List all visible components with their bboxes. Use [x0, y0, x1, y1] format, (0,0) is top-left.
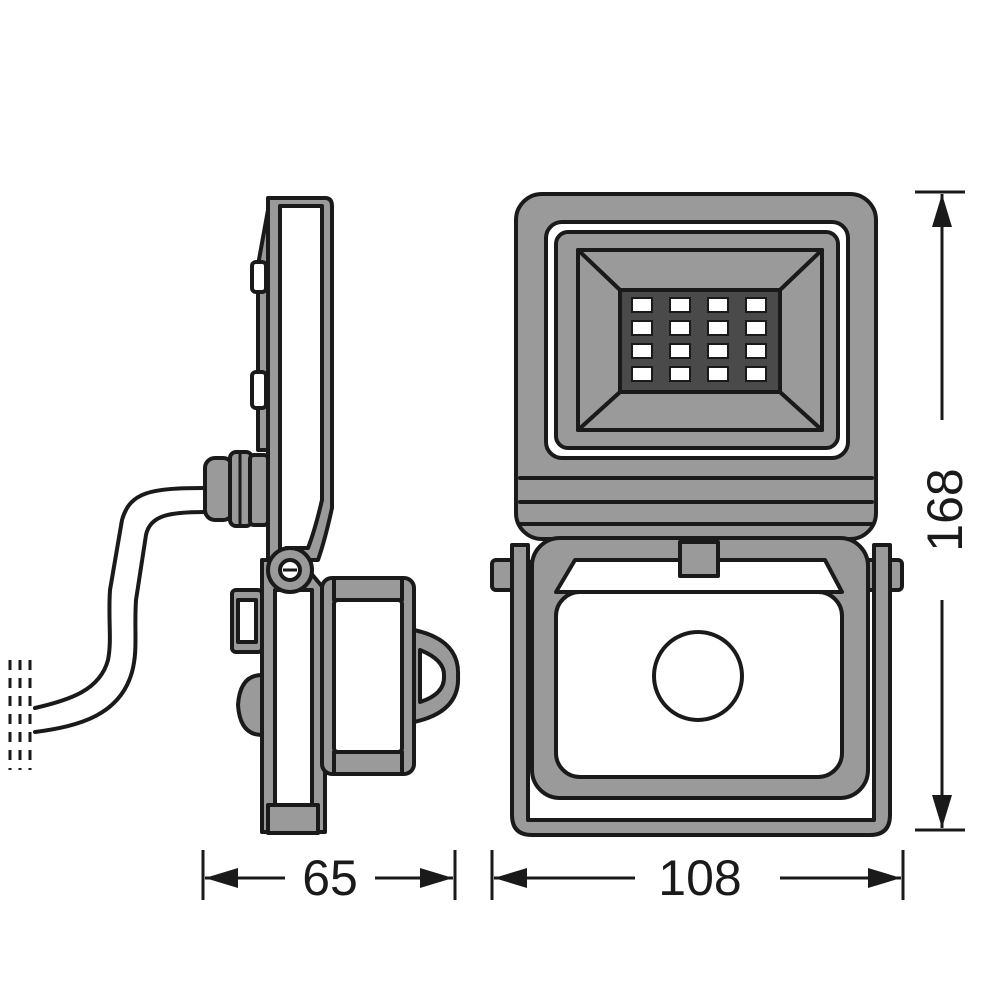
led-array	[631, 297, 767, 382]
cable-gland	[203, 450, 270, 528]
front-view	[490, 192, 904, 837]
pivot-screw	[266, 546, 314, 594]
led-chip	[707, 343, 729, 359]
led-chip	[707, 366, 729, 382]
housing-back	[250, 208, 270, 452]
motion-sensor-side	[320, 576, 461, 776]
mounting-bracket-side	[230, 558, 327, 835]
led-chip	[669, 343, 691, 359]
dimension-depth: 65	[201, 850, 457, 906]
led-chip	[745, 343, 767, 359]
floodlight-housing	[514, 192, 878, 541]
dimension-height: 168	[915, 190, 973, 832]
power-cable	[8, 486, 207, 770]
led-chip	[669, 366, 691, 382]
height-label: 168	[917, 468, 973, 551]
led-chip	[707, 320, 729, 336]
led-chip	[631, 320, 653, 336]
depth-label: 65	[302, 850, 358, 906]
led-chip	[745, 320, 767, 336]
dimension-width: 108	[490, 850, 905, 906]
housing-side-profile	[266, 196, 334, 587]
led-chip	[631, 366, 653, 382]
led-chip	[707, 297, 729, 313]
led-chip	[631, 297, 653, 313]
width-label: 108	[658, 850, 741, 906]
led-chip	[669, 297, 691, 313]
motion-sensor-front	[530, 536, 870, 800]
side-view	[8, 196, 461, 835]
led-chip	[745, 297, 767, 313]
led-chip	[631, 343, 653, 359]
led-chip	[745, 366, 767, 382]
led-chip	[669, 320, 691, 336]
